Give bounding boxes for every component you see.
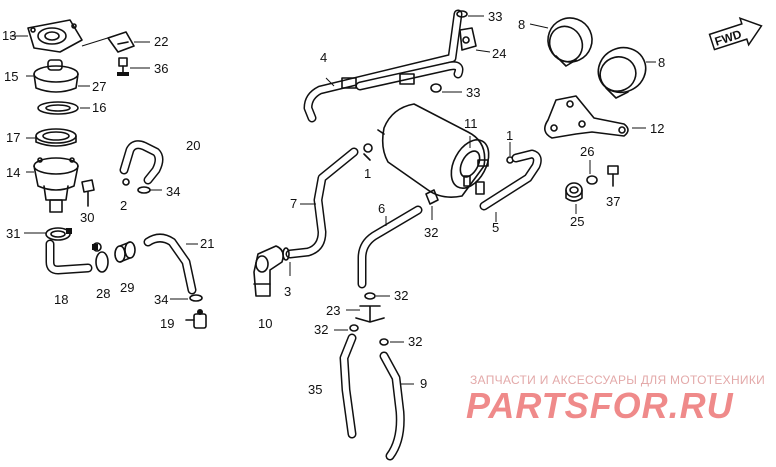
callout-35: 35 [308,382,322,397]
callout-26: 26 [580,144,594,159]
callout-30: 30 [80,210,94,225]
callout-31: 31 [6,226,20,241]
callout-37: 37 [606,194,620,209]
part-tjoint-23 [355,305,385,323]
part-clip-22 [107,31,135,53]
part-elbow-10 [253,245,284,297]
part-clip-32c [349,324,359,332]
part-filter-body-14 [33,157,79,213]
callout-20: 20 [186,138,200,153]
callout-14: 14 [6,165,20,180]
part-washer-26 [586,175,598,185]
callout-1b: 1 [506,128,513,143]
callout-8b: 8 [658,55,665,70]
fwd-arrow-icon [708,16,763,51]
part-cover-13 [27,19,83,53]
callout-34a: 34 [166,184,180,199]
callout-28: 28 [96,286,110,301]
callout-25: 25 [570,214,584,229]
watermark-brand: PARTSFOR.RU [466,385,734,426]
part-clip-32a [425,189,439,205]
callout-7: 7 [290,196,297,211]
callout-5: 5 [492,220,499,235]
part-hose-20 [119,140,164,185]
part-clip-33b [430,83,442,93]
callout-33b: 33 [466,85,480,100]
callout-34b: 34 [154,292,168,307]
part-pipe-5 [479,149,542,211]
watermark-tagline: ЗАПЧАСТИ И АКСЕССУАРЫ ДЛЯ МОТОТЕХНИКИ [470,373,765,387]
callout-19: 19 [160,316,174,331]
callout-23: 23 [326,303,340,318]
callout-6: 6 [378,201,385,216]
callout-1a: 1 [364,166,371,181]
callout-27: 27 [92,79,106,94]
callout-32a: 32 [424,225,438,240]
callout-13: 13 [2,28,16,43]
part-bolt-37 [607,165,619,187]
callout-18: 18 [54,292,68,307]
part-hose-9 [379,351,405,461]
callout-24: 24 [492,46,506,61]
callout-4: 4 [320,50,327,65]
part-clip-2 [122,178,130,186]
part-hose-7 [285,147,359,259]
callout-16: 16 [92,100,106,115]
callout-22: 22 [154,34,168,49]
part-bracket-12 [544,95,629,139]
callout-36: 36 [154,61,168,76]
part-band-8a [547,17,593,67]
callout-2: 2 [120,198,127,213]
callout-21: 21 [200,236,214,251]
part-clamp-31 [45,227,72,241]
callout-32c: 32 [314,322,328,337]
part-valve-19 [185,309,207,329]
part-clamp-28 [92,242,109,273]
callout-3: 3 [284,284,291,299]
part-hose-35 [339,333,357,439]
watermark: ЗАПЧАСТИ И АКСЕССУАРЫ ДЛЯ МОТОТЕХНИКИ PA… [466,373,765,426]
callout-11: 11 [464,116,478,131]
part-clip-34a [137,186,151,194]
part-clip-33a [456,10,468,18]
part-band-8b [597,46,647,99]
part-clip-32d [379,338,389,346]
callout-32b: 32 [394,288,408,303]
part-bracket-24 [459,27,477,51]
part-fitting-30 [81,179,95,207]
part-clip-1a [363,143,373,161]
part-clip-32b [364,292,376,300]
callout-labels: 13 22 36 15 27 16 17 14 30 31 18 28 29 2… [2,9,665,397]
callout-10: 10 [258,316,272,331]
part-clip-34b [189,294,203,302]
fwd-arrow: FWD [708,16,763,51]
part-bolt-36 [117,57,129,76]
part-grommet-25 [565,182,583,202]
part-canister-11 [377,103,490,198]
callout-9: 9 [420,376,427,391]
callout-8a: 8 [518,17,525,32]
part-cap-15 [33,59,79,93]
callout-15: 15 [4,69,18,84]
callout-17: 17 [6,130,20,145]
callout-12: 12 [650,121,664,136]
callout-33a: 33 [488,9,502,24]
part-hose-6 [357,205,423,289]
part-hose-18 [45,239,93,275]
part-hose-21 [143,233,197,295]
callout-32d: 32 [408,334,422,349]
part-joint-29 [114,241,136,263]
part-ring-16 [37,101,79,115]
callout-29: 29 [120,280,134,295]
part-pipe-4 [303,9,464,123]
part-gasket-17 [35,128,77,147]
